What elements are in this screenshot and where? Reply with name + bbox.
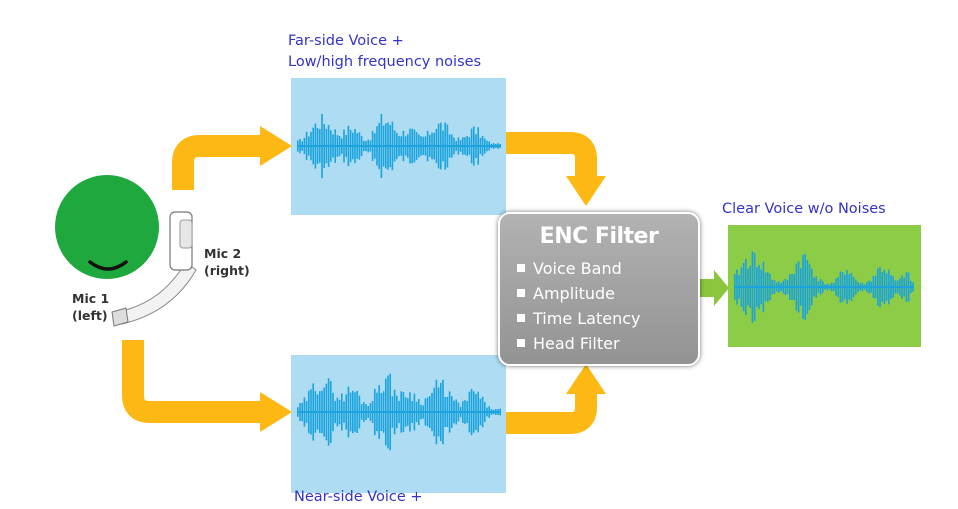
near-to-filter-arrow-shaft [506, 392, 597, 434]
far-side-label-line1: Far-side Voice + [288, 33, 404, 49]
near-to-filter-arrowhead [566, 364, 606, 394]
waveform-baseline [297, 145, 500, 147]
head-to-far-arrow-shaft [172, 135, 262, 190]
waveform-baseline [734, 286, 914, 288]
head-to-near-arrow-shaft [122, 340, 262, 423]
enc-filter-box: ENC Filter Voice Band Amplitude Time Lat… [498, 212, 700, 366]
far-to-filter-arrow-shaft [506, 132, 597, 178]
mic1-label: Mic 1 (left) [72, 291, 110, 323]
far-to-filter-arrowhead [566, 176, 606, 206]
filter-to-output-arrowhead [714, 270, 729, 306]
mic2-housing [179, 219, 193, 249]
far-side-label-line2: Low/high frequency noises [288, 54, 482, 70]
waveform-bar [499, 144, 501, 148]
filter-item-amplitude: Amplitude [517, 281, 640, 306]
filter-item-head-filter: Head Filter [517, 331, 640, 356]
head-to-far-arrowhead [260, 126, 292, 166]
near-side-label: Near-side Voice + [294, 489, 423, 505]
clear-voice-label: Clear Voice w/o Noises [722, 201, 886, 217]
filter-to-output-arrow-shaft [700, 279, 716, 297]
enc-filter-list: Voice Band Amplitude Time Latency Head F… [517, 256, 640, 356]
enc-filter-title: ENC Filter [539, 224, 659, 249]
clear-voice-waveform [734, 251, 914, 323]
near-side-waveform [297, 373, 501, 451]
head-to-near-arrowhead [260, 392, 292, 432]
waveform-baseline [297, 411, 500, 413]
head-circle [55, 175, 159, 279]
waveform-bar [499, 408, 501, 416]
filter-item-time-latency: Time Latency [517, 306, 640, 331]
mic2-label: Mic 2 (right) [204, 246, 250, 278]
mic1-tip [111, 307, 129, 327]
smile-mark [88, 260, 128, 271]
far-side-waveform [297, 113, 501, 179]
filter-item-voice-band: Voice Band [517, 256, 640, 281]
